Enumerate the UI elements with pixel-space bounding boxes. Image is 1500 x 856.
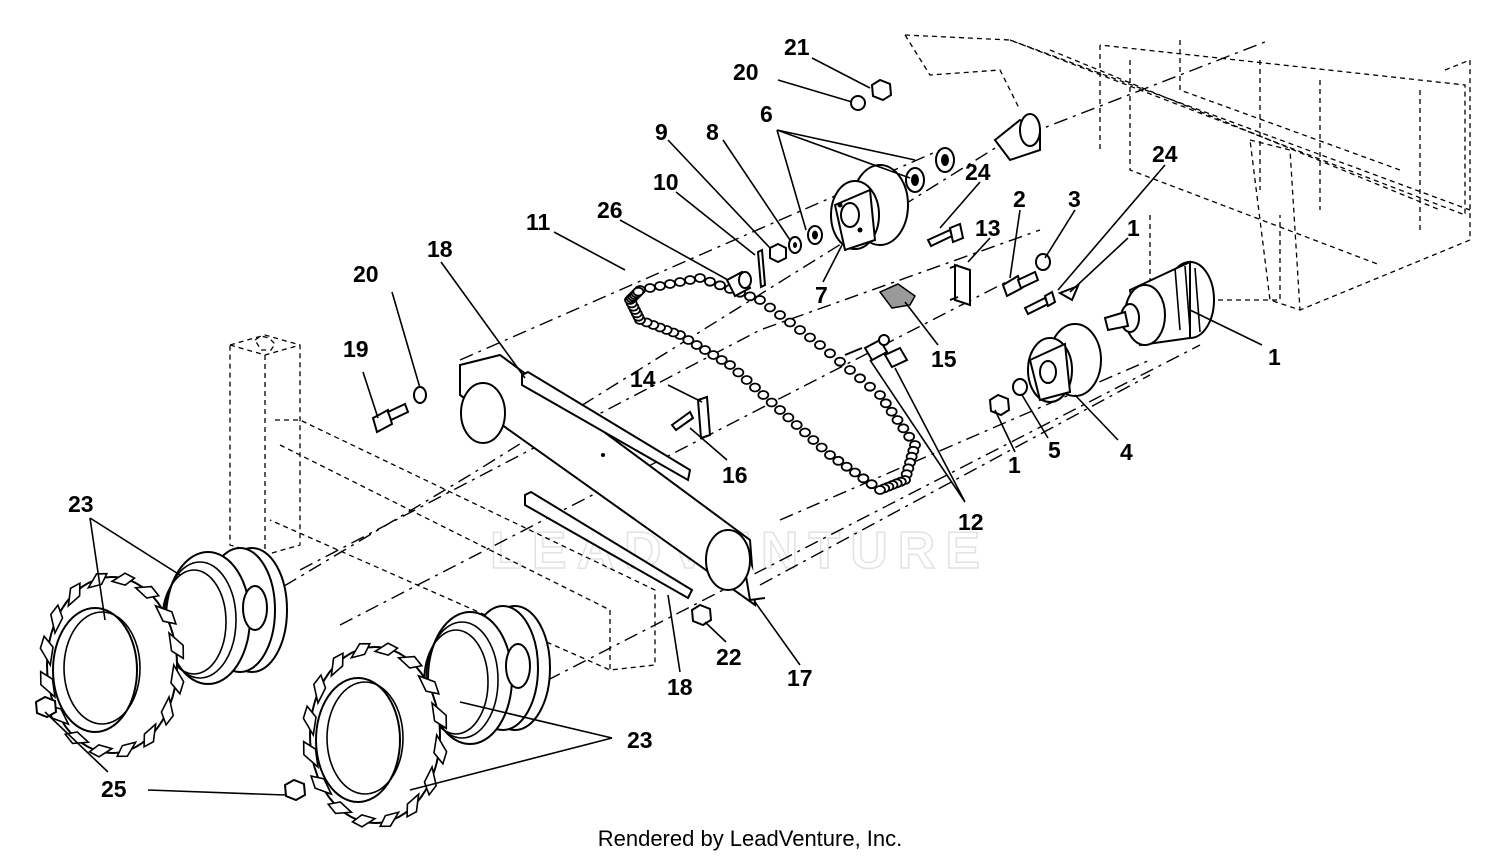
bolt-24-lower (1023, 290, 1057, 316)
callout-3: 3 (1068, 186, 1081, 212)
bearing-small (807, 225, 823, 245)
nut-22 (690, 603, 713, 627)
rim-upper (161, 547, 288, 685)
callout-20: 20 (353, 261, 379, 287)
connector-link (844, 334, 909, 369)
cotter-pin-10 (756, 248, 767, 289)
rim-lower (423, 605, 551, 745)
machine-frame (904, 34, 1471, 311)
callout-2: 2 (1013, 186, 1026, 212)
washer-20-top (850, 95, 866, 111)
upper-sprocket-hub (830, 164, 909, 252)
screw-16 (670, 410, 695, 432)
tire-upper (39, 572, 185, 758)
bolt-24-upper (926, 222, 965, 248)
callout-19: 19 (343, 336, 369, 362)
strip-lower (524, 490, 694, 600)
render-credit: Rendered by LeadVenture, Inc. (598, 826, 903, 851)
callout-1: 1 (1268, 344, 1281, 370)
nut-9 (769, 242, 787, 264)
callout-4: 4 (1120, 439, 1133, 465)
callout-5: 5 (1048, 437, 1061, 463)
callout-20: 20 (733, 59, 759, 85)
plate-14 (696, 395, 712, 440)
callout-12: 12 (958, 509, 984, 535)
bracket-13 (949, 263, 971, 307)
washer-3 (1035, 253, 1051, 271)
bearing-outer (935, 147, 955, 173)
callout-14: 14 (630, 366, 656, 392)
roller-chain (624, 273, 921, 495)
nut-21 (870, 78, 893, 102)
side-panel (459, 353, 766, 608)
bolt-19 (371, 402, 410, 434)
washer-8 (788, 236, 802, 254)
callout-17: 17 (787, 665, 813, 691)
lower-sprocket-hub (1027, 323, 1102, 403)
callout-7: 7 (815, 282, 828, 308)
callout-23: 23 (627, 727, 653, 753)
callout-6: 6 (760, 101, 773, 127)
callout-18: 18 (667, 674, 693, 700)
callout-8: 8 (706, 119, 719, 145)
callout-26: 26 (597, 197, 623, 223)
wheel-frame (229, 334, 656, 671)
callout-9: 9 (655, 119, 668, 145)
callout-24: 24 (1152, 141, 1178, 167)
washer-5 (1012, 378, 1028, 396)
callout-24: 24 (965, 159, 991, 185)
lug-nut-upper (34, 695, 58, 719)
callout-21: 21 (784, 34, 810, 60)
strip-upper (521, 370, 692, 482)
spindle (993, 113, 1041, 162)
callout-16: 16 (722, 462, 748, 488)
callout-labels: 21 20 6 9 8 24 24 10 2 3 11 26 13 1 18 7… (68, 34, 1281, 802)
callout-18: 18 (427, 236, 453, 262)
washer-20-left (413, 386, 427, 404)
bearing-inner (905, 167, 925, 193)
callout-22: 22 (716, 644, 742, 670)
tire-lower (302, 642, 448, 828)
callout-23: 23 (68, 491, 94, 517)
lug-nut-lower (283, 778, 307, 802)
bolt-2 (1001, 270, 1040, 298)
callout-15: 15 (931, 346, 957, 372)
callout-1: 1 (1008, 452, 1021, 478)
callout-25: 25 (101, 776, 127, 802)
key-15 (878, 283, 916, 309)
callout-13: 13 (975, 215, 1001, 241)
nut-1-lower (988, 393, 1011, 417)
callout-1: 1 (1127, 215, 1140, 241)
spacer-26 (725, 270, 752, 298)
callout-11: 11 (526, 209, 551, 235)
callout-10: 10 (653, 169, 679, 195)
clutch-assembly (1103, 260, 1215, 347)
leader-lines (44, 57, 1263, 796)
